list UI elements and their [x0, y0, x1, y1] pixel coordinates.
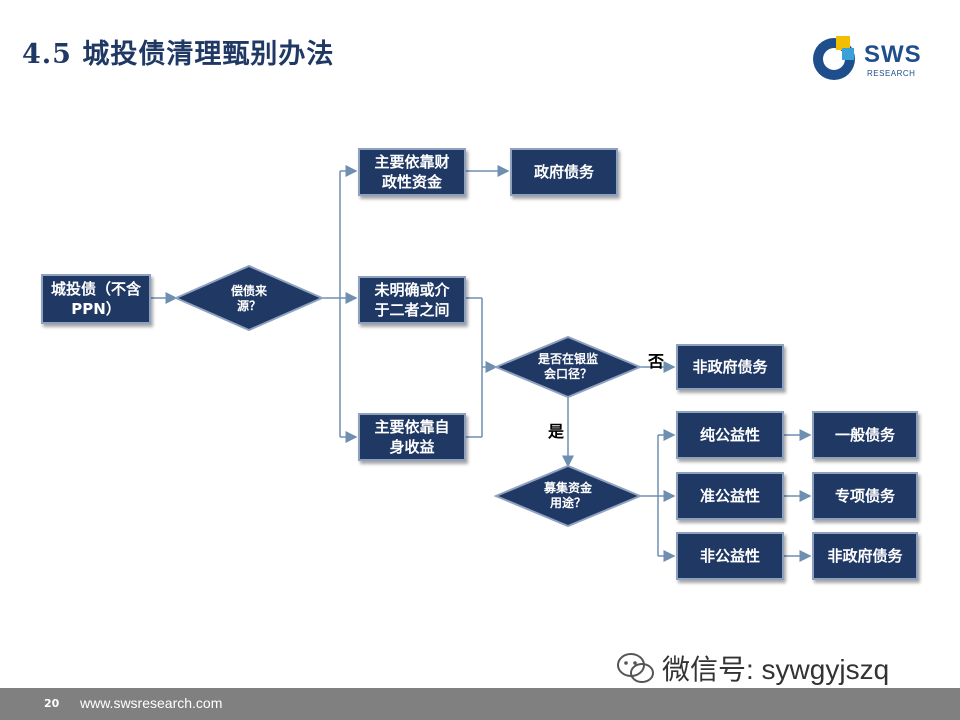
- node-non-government-debt-1: 非政府债务: [676, 344, 784, 390]
- page-title: 4.5 城投债清理甄别办法: [22, 39, 335, 70]
- footer-bar: [0, 688, 960, 720]
- wechat-icon: [617, 653, 654, 683]
- logo-mark-icon: [813, 36, 855, 80]
- node-own-income: 主要依靠自身收益: [358, 413, 466, 461]
- node-unclear: 未明确或介于二者之间: [358, 276, 466, 324]
- node-non-government-debt-2: 非政府债务: [812, 532, 918, 580]
- decision-cbrc-shape: [493, 335, 643, 399]
- node-chengtou-bond: 城投债（不含PPN）: [41, 274, 151, 324]
- wechat-watermark: 微信号: sywgyjszq: [662, 654, 890, 685]
- decision-source-shape: [173, 264, 325, 332]
- node-special-debt: 专项债务: [812, 472, 918, 520]
- footer-url: www.swsresearch.com: [80, 695, 223, 711]
- node-quasi-public-welfare: 准公益性: [676, 472, 784, 520]
- sws-logo: SWS RESEARCH: [812, 34, 942, 84]
- logo-text: SWS: [864, 41, 922, 68]
- page-number: 20: [44, 697, 60, 710]
- node-government-debt: 政府债务: [510, 148, 618, 196]
- decision-usage-shape: [493, 464, 643, 528]
- decision-repayment-source: 偿债来源？: [230, 284, 267, 313]
- node-general-debt: 一般债务: [812, 411, 918, 459]
- node-non-public-welfare: 非公益性: [676, 532, 784, 580]
- node-fiscal-funds: 主要依靠财政性资金: [358, 148, 466, 196]
- decision-fund-usage: 募集资金用途？: [543, 481, 592, 510]
- label-no: 否: [648, 352, 665, 371]
- logo-subtext: RESEARCH: [867, 69, 916, 78]
- label-yes: 是: [548, 422, 565, 441]
- decision-cbrc-scope: 是否在银监会口径？: [538, 352, 599, 381]
- node-pure-public-welfare: 纯公益性: [676, 411, 784, 459]
